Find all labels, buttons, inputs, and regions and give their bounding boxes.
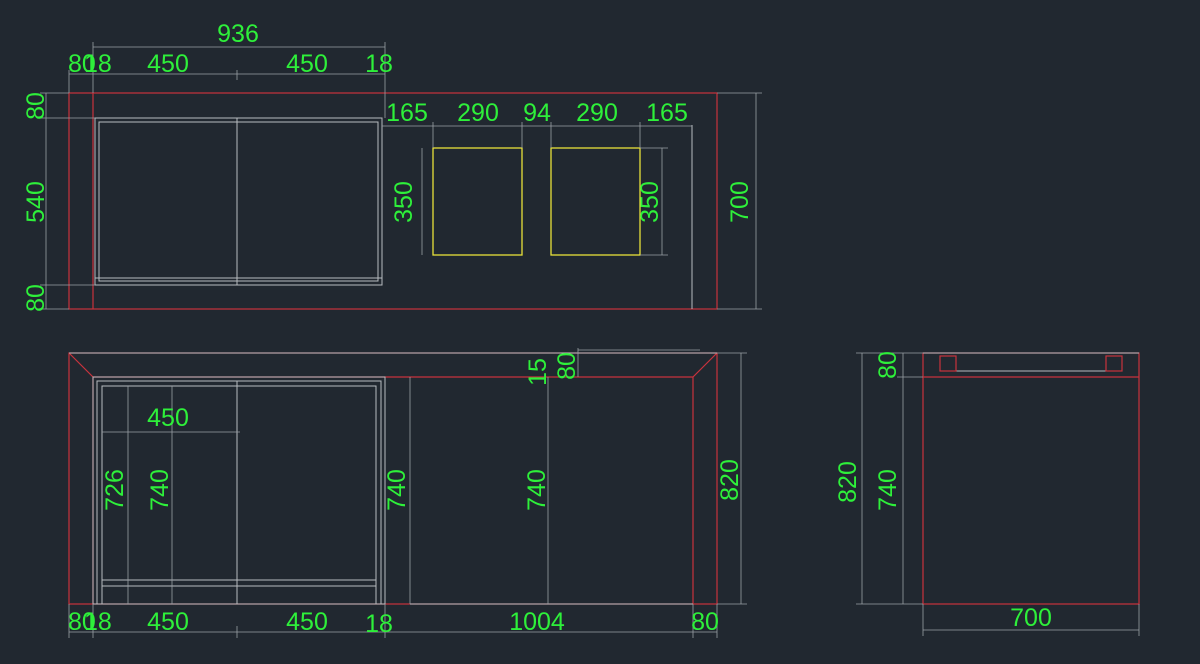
dim-450: 450 [147, 50, 189, 78]
dim-540: 540 [22, 181, 50, 223]
dim-290: 290 [576, 99, 618, 127]
dim-80: 80 [68, 608, 96, 636]
dim-740: 740 [383, 469, 411, 511]
dim-80: 80 [22, 284, 50, 312]
dim-15: 15 [524, 358, 552, 386]
dim-80: 80 [68, 50, 96, 78]
dim-740: 740 [874, 469, 902, 511]
dim-80: 80 [22, 92, 50, 120]
dim-740: 740 [146, 469, 174, 511]
dim-700: 700 [1010, 604, 1052, 632]
dim-290: 290 [457, 99, 499, 127]
front-view-left-bevel [68, 352, 94, 604]
front-view-doors [101, 385, 377, 605]
side-view-block-left [939, 355, 957, 372]
dim-80: 80 [691, 608, 719, 636]
top-view-outline [68, 92, 718, 310]
dim-1004: 1004 [509, 608, 565, 636]
dim-350: 350 [390, 181, 418, 223]
dim-18: 18 [84, 608, 112, 636]
front-view-cabinet-inner [96, 380, 382, 605]
dim-18: 18 [365, 610, 393, 638]
dim-936: 936 [217, 20, 259, 48]
dim-700: 700 [726, 181, 754, 223]
dim-165: 165 [386, 99, 428, 127]
side-view: 80 820 740 700 [834, 351, 1140, 636]
top-view: 936 80 18 450 450 18 165 290 94 290 165 … [22, 20, 762, 312]
dim-450: 450 [286, 50, 328, 78]
dim-450: 450 [147, 608, 189, 636]
dim-820: 820 [834, 461, 862, 503]
dim-820: 820 [716, 459, 744, 501]
side-view-outline [922, 352, 1140, 605]
dim-18: 18 [365, 50, 393, 78]
dim-350: 350 [636, 181, 664, 223]
dim-94: 94 [523, 99, 551, 127]
front-view: 450 726 740 740 740 15 80 820 80 18 450 … [68, 348, 747, 638]
dim-18: 18 [84, 50, 112, 78]
dim-450: 450 [286, 608, 328, 636]
side-view-block-right [1105, 355, 1123, 372]
dim-740: 740 [523, 469, 551, 511]
sink-left [432, 147, 523, 256]
front-view-right-bevel [692, 352, 718, 604]
sink-right [550, 147, 641, 256]
dim-450: 450 [147, 404, 189, 432]
dim-726: 726 [101, 469, 129, 511]
front-view-cabinet [92, 376, 386, 605]
dim-80: 80 [874, 351, 902, 379]
top-view-cabinet [94, 117, 383, 286]
top-view-cabinet-inner [98, 121, 379, 282]
dim-165: 165 [646, 99, 688, 127]
dim-80: 80 [553, 352, 581, 380]
